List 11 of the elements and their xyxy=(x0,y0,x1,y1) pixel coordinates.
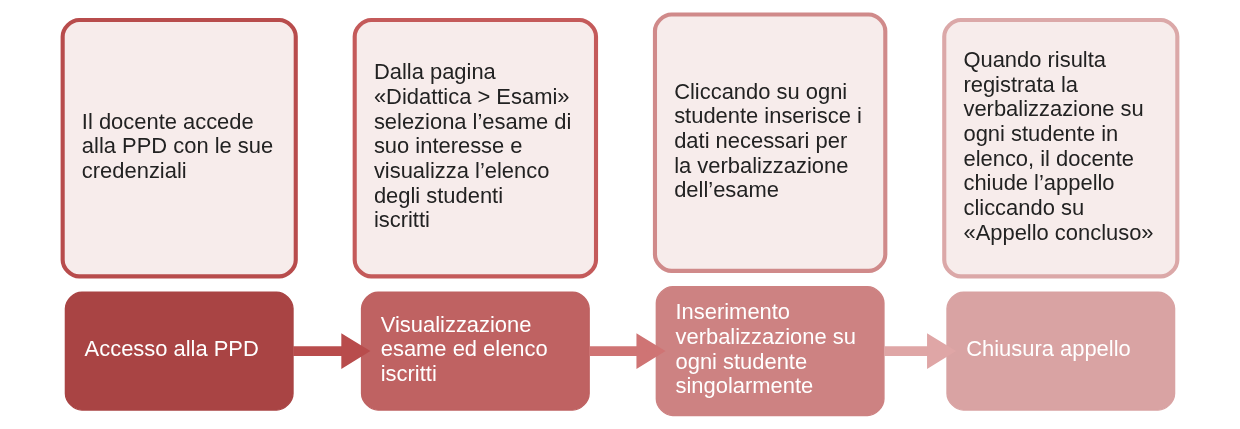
node-box: Accesso alla PPD xyxy=(64,290,294,411)
arrow xyxy=(293,332,371,369)
node-box: Quando risulta registrata la verbalizzazione su ogni studente in elenco, il docente chiude l’appello cliccando su «Appello concluso» xyxy=(942,17,1180,278)
node-box: Inserimento verbalizzazione su ogni studente singolarmente xyxy=(655,285,885,416)
node-box: Il docente accede alla PPD con le sue credenziali xyxy=(60,17,298,278)
node-box: Chiusura appello xyxy=(946,290,1176,411)
node-box: Visualizzazione esame ed elenco iscritti xyxy=(360,290,590,411)
node-box: Cliccando su ogni studente inserisce i dati necessari per la verbalizzazione dell’esame xyxy=(652,11,888,273)
node-box: Dalla pagina «Didattica > Esami» seleziona l’esame di suo interesse e visualizza l’elenco degli studenti iscritti xyxy=(352,17,599,278)
arrow xyxy=(884,332,957,369)
arrow xyxy=(589,332,666,369)
